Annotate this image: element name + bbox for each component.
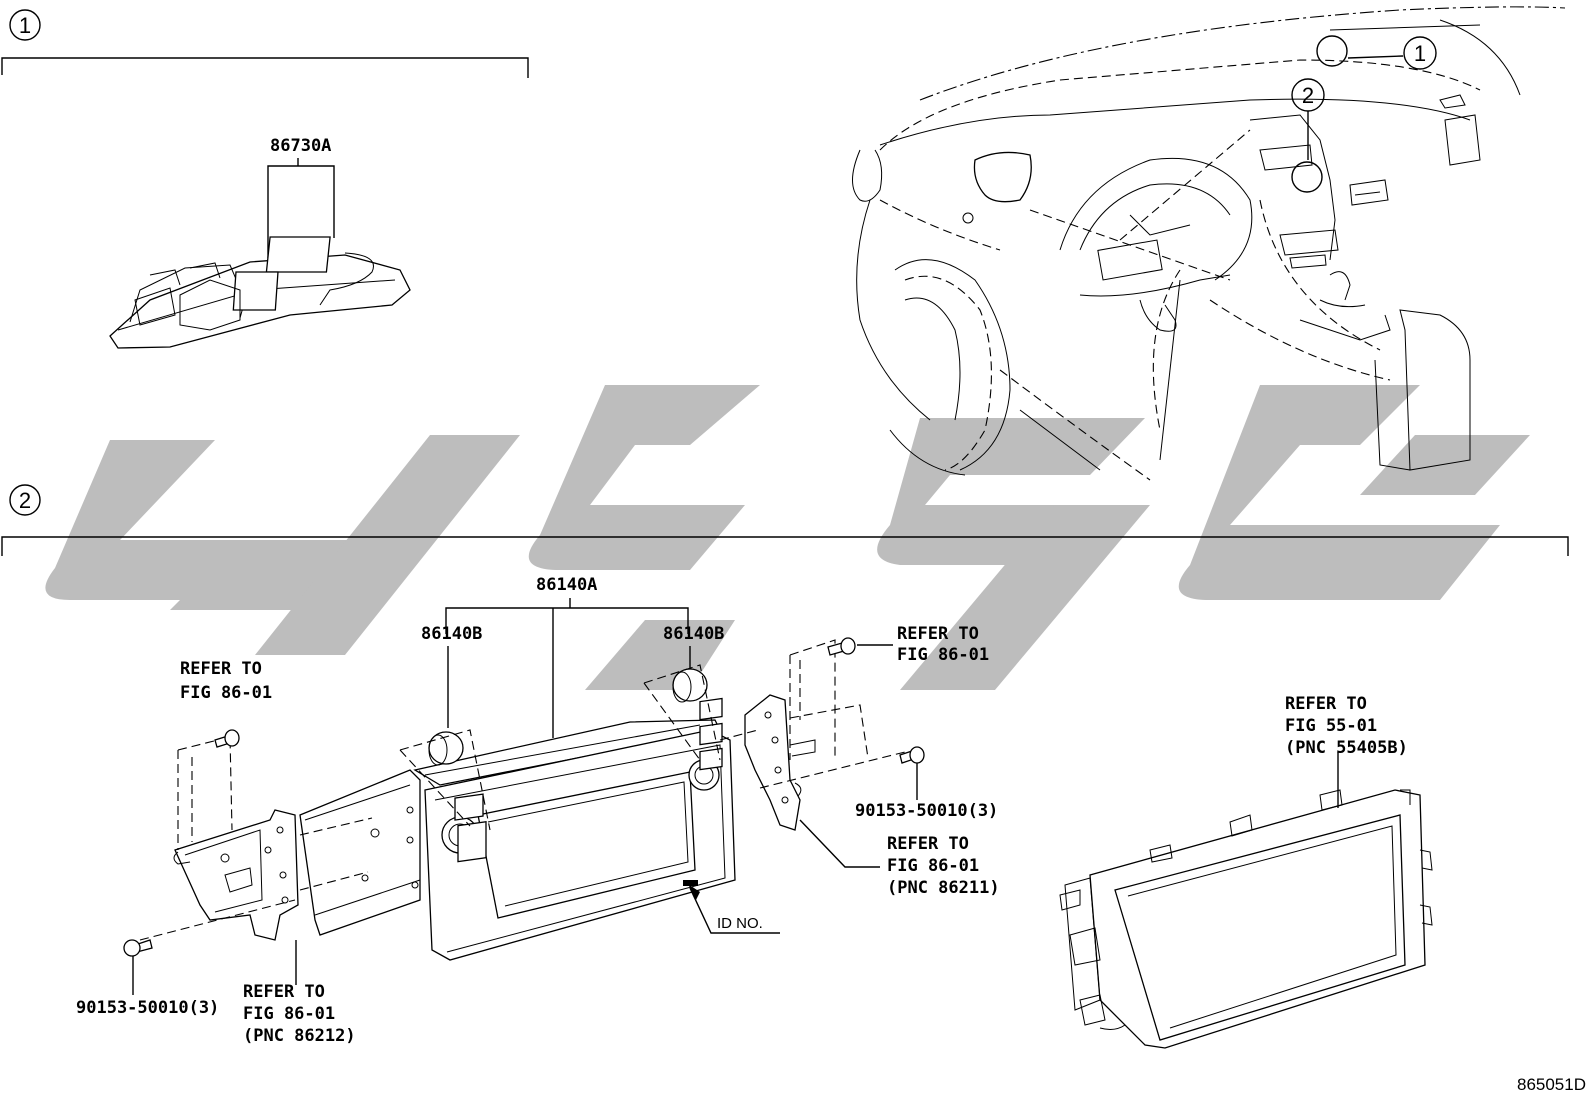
watermark-logo xyxy=(45,385,1530,690)
svg-text:90153-50010(3): 90153-50010(3) xyxy=(76,998,219,1018)
svg-text:FIG 86-01: FIG 86-01 xyxy=(243,1004,335,1024)
callout-refer-bracket-left: REFER TO FIG 86-01 (PNC 86212) xyxy=(243,940,356,1046)
svg-text:REFER TO: REFER TO xyxy=(897,624,979,644)
svg-text:REFER TO: REFER TO xyxy=(243,982,325,1002)
bracket-right xyxy=(719,637,925,831)
screw-right-upper xyxy=(827,637,856,656)
svg-text:90153-50010(3): 90153-50010(3) xyxy=(855,801,998,821)
part-label-86140a: 86140A xyxy=(536,575,597,595)
vehicle-dashboard-overview: 1 2 xyxy=(852,6,1566,481)
section-1-header: 1 xyxy=(1,9,529,78)
callout-refer-top-right: REFER TO FIG 86-01 xyxy=(857,624,989,665)
svg-text:REFER TO: REFER TO xyxy=(180,659,262,679)
callout-refer-top-left: REFER TO FIG 86-01 xyxy=(180,659,272,703)
svg-text:REFER TO: REFER TO xyxy=(1285,694,1367,714)
callout-screw-left: 90153-50010(3) xyxy=(76,956,219,1018)
part-label-86140b-right: 86140B xyxy=(663,624,724,644)
bracket-left xyxy=(123,729,373,957)
svg-text:FIG 86-01: FIG 86-01 xyxy=(897,645,989,665)
svg-text:FIG 55-01: FIG 55-01 xyxy=(1285,716,1377,736)
knob-left xyxy=(428,731,464,766)
part-86730a-switch: 86730A xyxy=(109,136,411,349)
diagram-code: 865051D xyxy=(1517,1075,1586,1094)
callout-id-no: ID NO. xyxy=(688,884,780,934)
screw-right-lower xyxy=(899,746,925,764)
screw-left-upper xyxy=(214,729,240,748)
location-callout-1: 1 xyxy=(1414,41,1426,66)
screw-left-lower xyxy=(123,939,153,957)
svg-text:(PNC 55405B): (PNC 55405B) xyxy=(1285,738,1408,758)
svg-text:FIG 86-01: FIG 86-01 xyxy=(180,683,272,703)
section-2-header: 2 xyxy=(1,484,1569,556)
svg-text:ID NO.: ID NO. xyxy=(717,915,763,932)
part-86140a-display-assembly: 86140A 86140B 86140B xyxy=(299,575,736,961)
callout-refer-bracket-right: REFER TO FIG 86-01 (PNC 86211) xyxy=(799,819,1000,898)
callout-refer-panel: REFER TO FIG 55-01 (PNC 55405B) xyxy=(1285,694,1408,808)
section-1-number: 1 xyxy=(19,13,31,38)
section-2-number: 2 xyxy=(19,488,31,513)
svg-text:(PNC 86211): (PNC 86211) xyxy=(887,878,1000,898)
svg-text:FIG 86-01: FIG 86-01 xyxy=(887,856,979,876)
part-label-86140b-left: 86140B xyxy=(421,624,482,644)
part-label-86730a: 86730A xyxy=(270,136,331,156)
callout-screw-right: 90153-50010(3) xyxy=(855,763,998,821)
knob-right xyxy=(672,668,708,703)
location-callout-2: 2 xyxy=(1302,83,1314,108)
svg-text:REFER TO: REFER TO xyxy=(887,834,969,854)
svg-text:(PNC 86212): (PNC 86212) xyxy=(243,1026,356,1046)
panel-55405b xyxy=(1059,789,1433,1049)
